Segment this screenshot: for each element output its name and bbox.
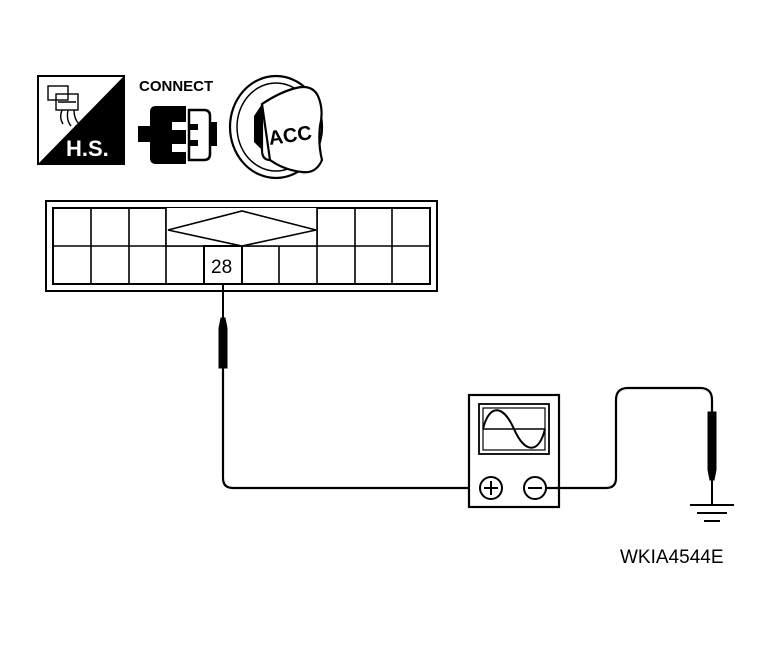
connector-face: 28: [45, 200, 438, 292]
oscilloscope: [467, 393, 561, 509]
positive-probe: [218, 284, 480, 490]
connect-label: CONNECT: [139, 78, 213, 95]
ground-icon: [690, 504, 734, 522]
connect-icon: CONNECT: [138, 78, 217, 164]
figure-code: WKIA4544E: [620, 547, 724, 568]
harness-side-label: H.S.: [66, 136, 109, 161]
sine-wave-trace: [482, 409, 546, 449]
ignition-acc-icon: ACC: [228, 74, 324, 180]
negative-probe: [546, 386, 717, 504]
terminal-28-label: 28: [211, 257, 232, 278]
harness-side-icon: H.S.: [37, 75, 125, 165]
